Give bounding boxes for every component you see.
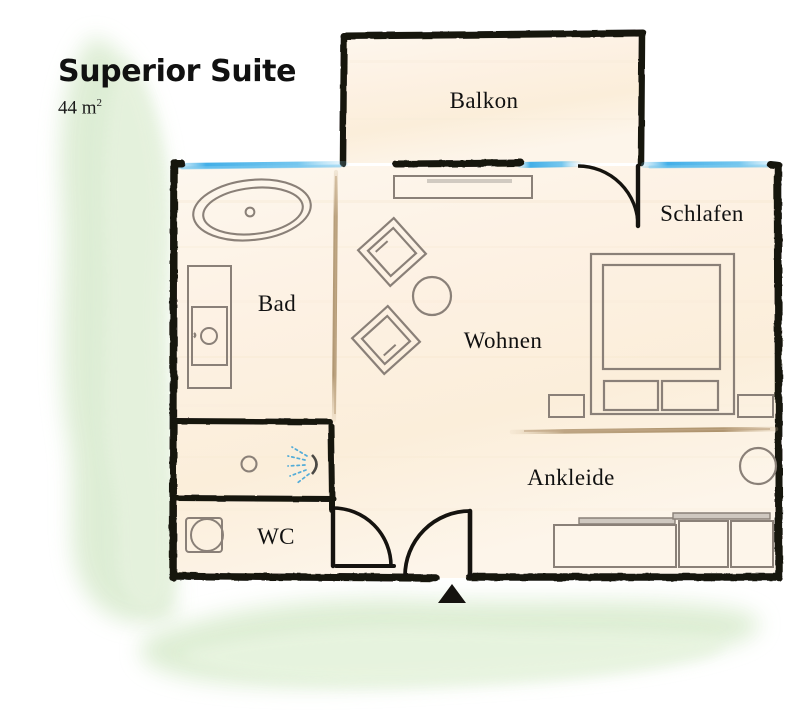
floor-fill xyxy=(172,33,780,578)
double-bed xyxy=(589,252,736,416)
window-top-mid xyxy=(517,161,581,168)
wardrobe-1 xyxy=(553,517,677,568)
title-block: Superior Suite 44 m2 xyxy=(58,56,296,119)
round-stool xyxy=(738,446,778,486)
balcony-walls xyxy=(339,29,647,168)
wardrobe-2 xyxy=(672,512,771,568)
area-value: 44 m2 xyxy=(58,97,296,119)
page-title: Superior Suite xyxy=(58,54,297,89)
interior-walls xyxy=(172,418,336,513)
washbasin-vanity xyxy=(187,265,232,389)
wc-door[interactable] xyxy=(330,505,396,569)
partition-bad-wohnen xyxy=(331,169,339,423)
nightstand-left xyxy=(548,394,585,418)
nightstand-right xyxy=(737,394,774,418)
window-top-left xyxy=(173,161,348,170)
area-number: 44 m xyxy=(58,96,97,118)
sideboard xyxy=(393,175,533,199)
balcony-door[interactable] xyxy=(577,163,641,229)
armchair-2 xyxy=(350,304,422,376)
suite-outer-walls xyxy=(169,159,783,582)
round-side-table xyxy=(411,275,453,317)
entrance-door[interactable] xyxy=(403,508,473,579)
green-wash-blob xyxy=(60,36,760,686)
shower-head-icon xyxy=(287,446,318,485)
partition-schlafen-ankleide xyxy=(509,426,779,435)
bathtub xyxy=(192,178,312,242)
entrance-arrow-marker xyxy=(438,584,466,603)
armchair-1 xyxy=(356,216,428,288)
toilet xyxy=(185,517,224,553)
shower-drain xyxy=(240,455,258,473)
area-exponent: 2 xyxy=(96,96,103,109)
window-top-right xyxy=(641,161,779,169)
wardrobe-3 xyxy=(730,520,774,568)
